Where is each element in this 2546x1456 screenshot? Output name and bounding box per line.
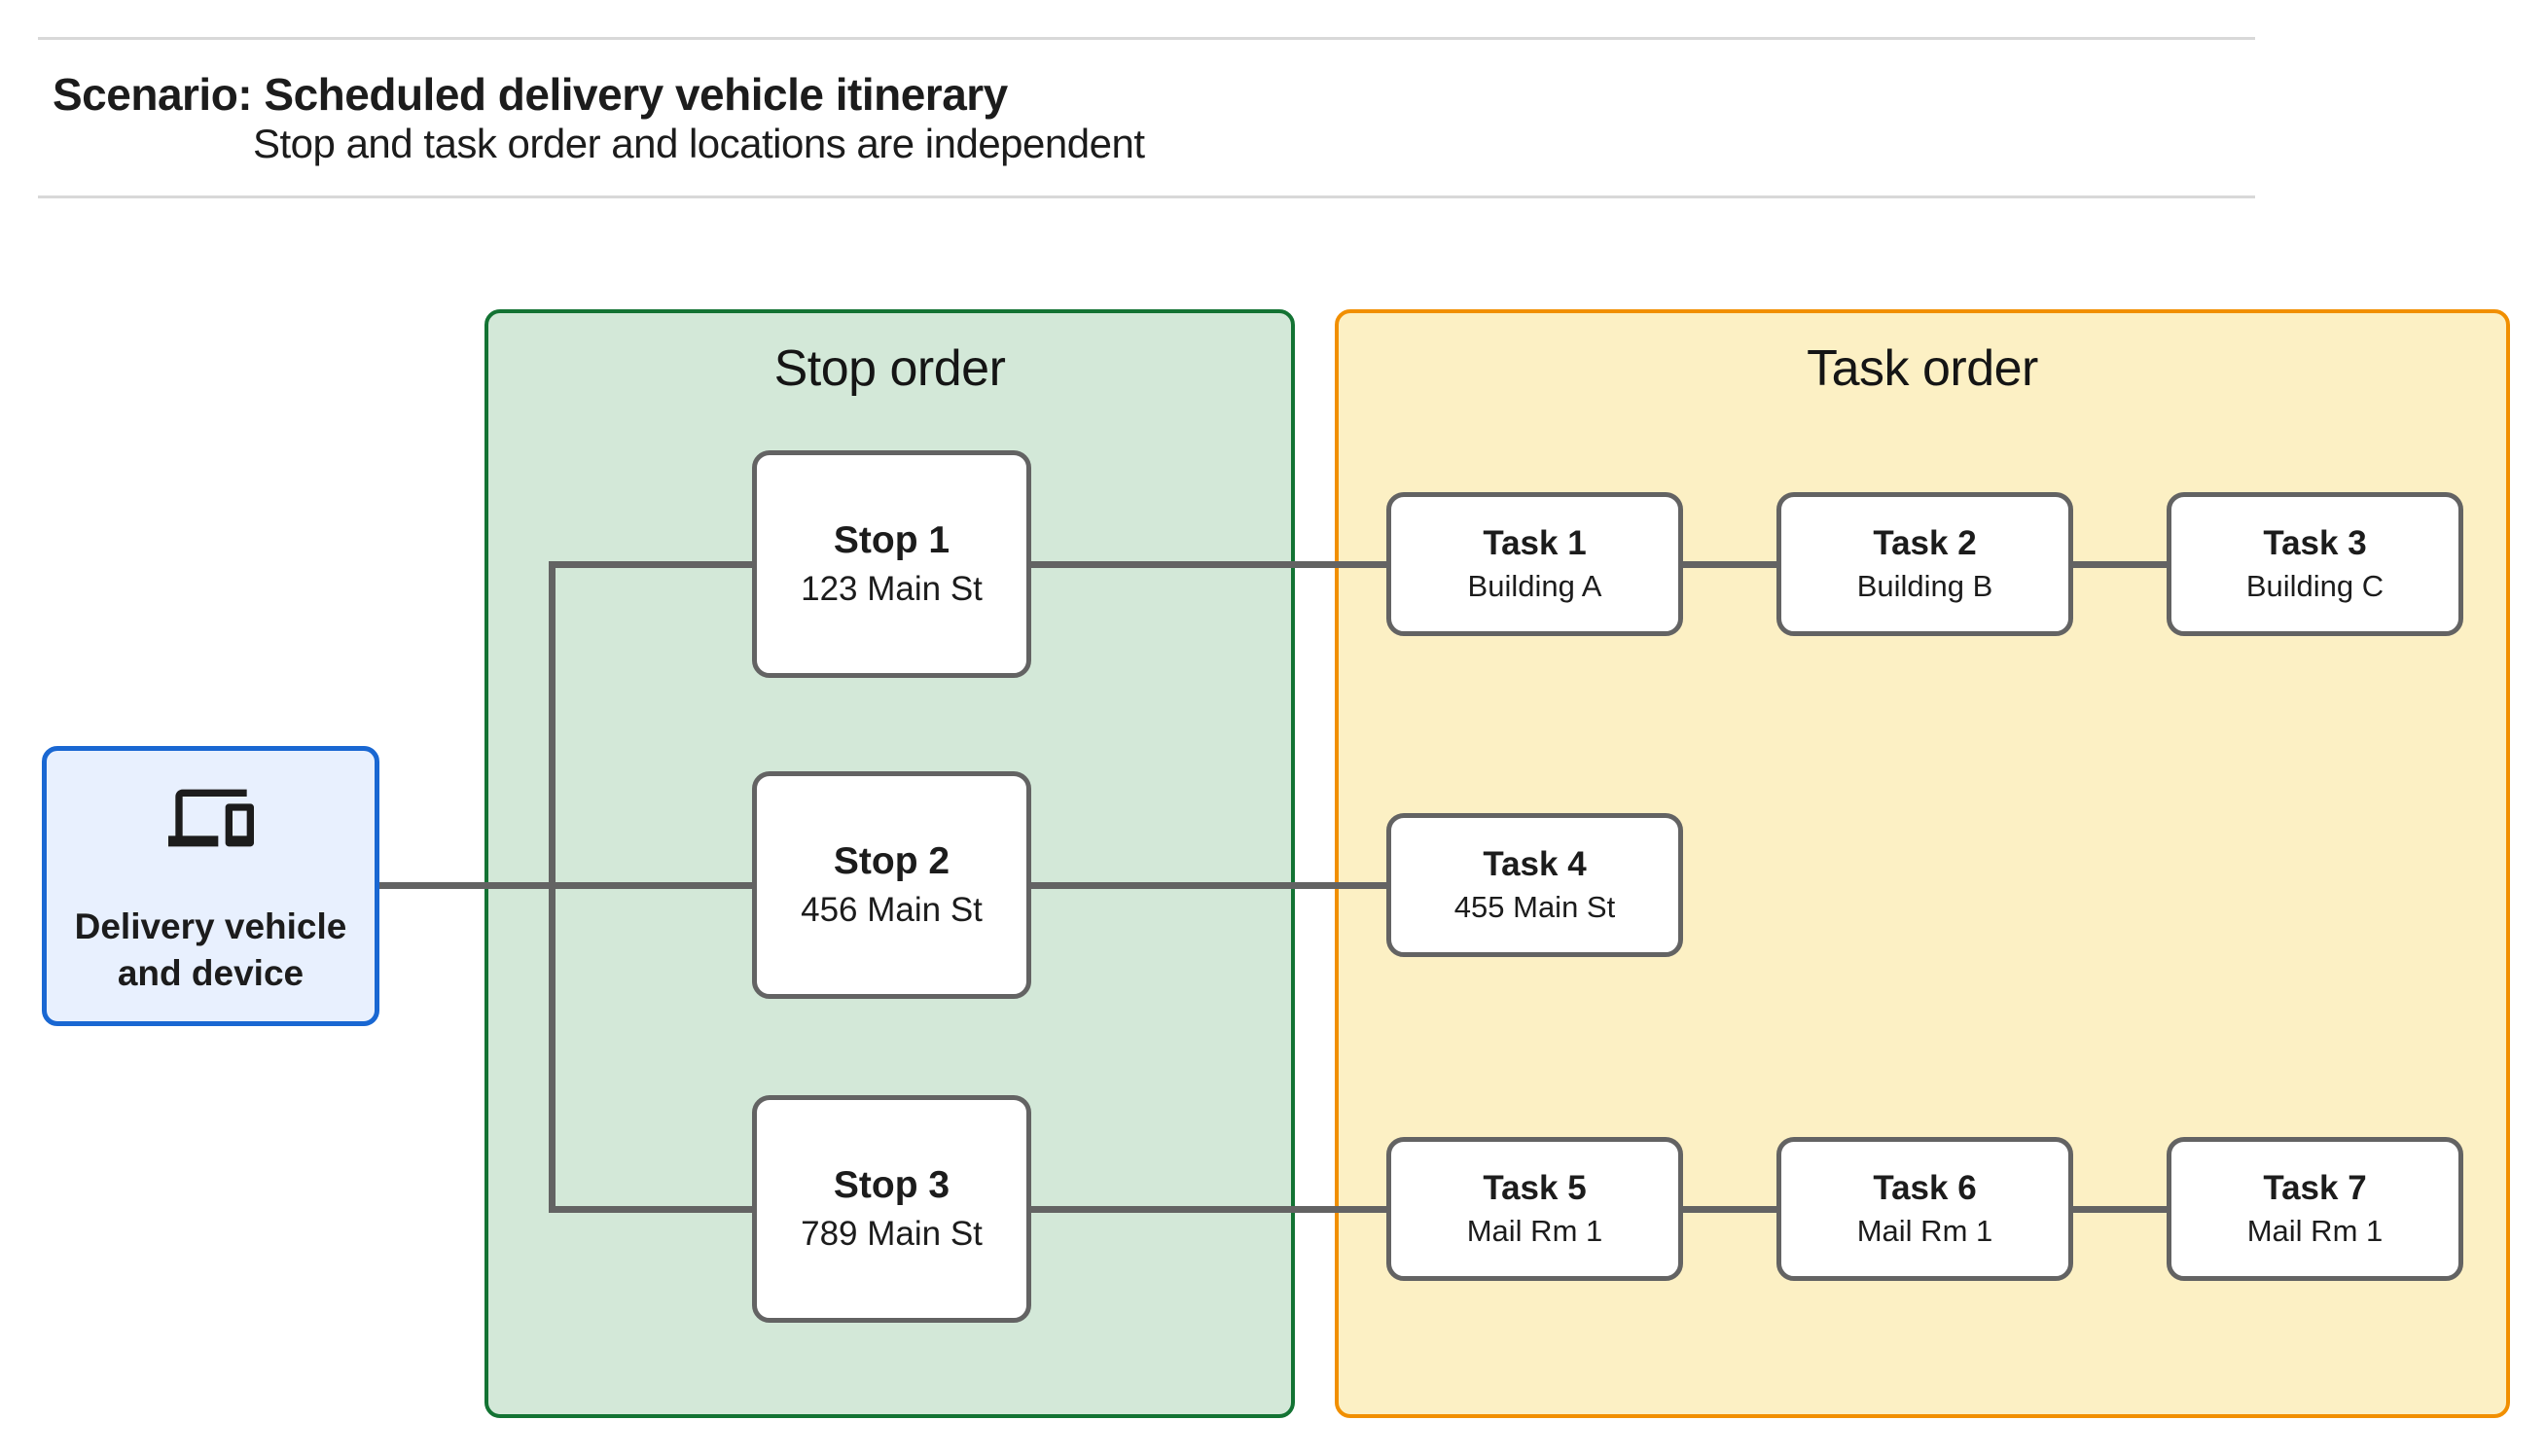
stop-order-label: Stop order	[773, 340, 1006, 397]
task-3-detail: Building C	[2245, 569, 2385, 603]
task-4-node: Task 4 455 Main St	[1386, 813, 1683, 957]
connector-branch-vertical	[549, 561, 556, 1213]
header-rule-top	[38, 37, 2255, 40]
stop-2-address: 456 Main St	[801, 891, 983, 929]
task-3-node: Task 3 Building C	[2167, 492, 2463, 636]
stop-3-title: Stop 3	[833, 1164, 950, 1206]
page-title: Scenario: Scheduled delivery vehicle iti…	[53, 69, 1008, 120]
task-2-node: Task 2 Building B	[1776, 492, 2073, 636]
task-5-title: Task 5	[1483, 1169, 1587, 1207]
task-6-title: Task 6	[1873, 1169, 1977, 1207]
stop-3-node: Stop 3 789 Main St	[752, 1095, 1031, 1323]
header-rule-bottom	[38, 195, 2255, 198]
connector-stop1-to-task1	[1031, 561, 1386, 568]
connector-branch-to-stop3	[549, 1206, 752, 1213]
vehicle-label-line1: Delivery vehicle	[74, 906, 347, 946]
connector-task6-to-task7	[2073, 1206, 2167, 1213]
task-1-detail: Building A	[1467, 569, 1602, 603]
stop-1-node: Stop 1 123 Main St	[752, 450, 1031, 678]
task-7-title: Task 7	[2263, 1169, 2367, 1207]
page-subtitle: Stop and task order and locations are in…	[253, 121, 1145, 166]
task-5-detail: Mail Rm 1	[1466, 1214, 1603, 1248]
vehicle-label-line2: and device	[117, 953, 305, 993]
task-2-detail: Building B	[1856, 569, 1993, 603]
task-7-node: Task 7 Mail Rm 1	[2167, 1137, 2463, 1281]
task-5-node: Task 5 Mail Rm 1	[1386, 1137, 1683, 1281]
stop-2-title: Stop 2	[833, 840, 950, 882]
connector-stop3-to-task5	[1031, 1206, 1386, 1213]
task-4-title: Task 4	[1483, 845, 1587, 883]
task-7-detail: Mail Rm 1	[2246, 1214, 2384, 1248]
stop-1-address: 123 Main St	[801, 570, 983, 608]
task-4-detail: 455 Main St	[1453, 890, 1616, 924]
task-2-title: Task 2	[1873, 524, 1977, 562]
connector-task1-to-task2	[1683, 561, 1776, 568]
connector-task5-to-task6	[1683, 1206, 1776, 1213]
connector-branch-to-stop1	[549, 561, 752, 568]
stop-1-title: Stop 1	[833, 519, 950, 561]
connector-stop2-to-task4	[1031, 882, 1386, 889]
stop-3-address: 789 Main St	[801, 1215, 983, 1253]
task-6-node: Task 6 Mail Rm 1	[1776, 1137, 2073, 1281]
task-1-node: Task 1 Building A	[1386, 492, 1683, 636]
vehicle-label: Delivery vehicle and device	[75, 904, 347, 997]
task-1-title: Task 1	[1483, 524, 1587, 562]
connector-task2-to-task3	[2073, 561, 2167, 568]
devices-icon	[167, 789, 254, 847]
task-6-detail: Mail Rm 1	[1856, 1214, 1993, 1248]
delivery-vehicle-node: Delivery vehicle and device	[42, 746, 379, 1026]
task-3-title: Task 3	[2263, 524, 2367, 562]
connector-vehicle-to-stop2	[379, 882, 752, 889]
stop-2-node: Stop 2 456 Main St	[752, 771, 1031, 999]
task-order-label: Task order	[1807, 340, 2038, 397]
